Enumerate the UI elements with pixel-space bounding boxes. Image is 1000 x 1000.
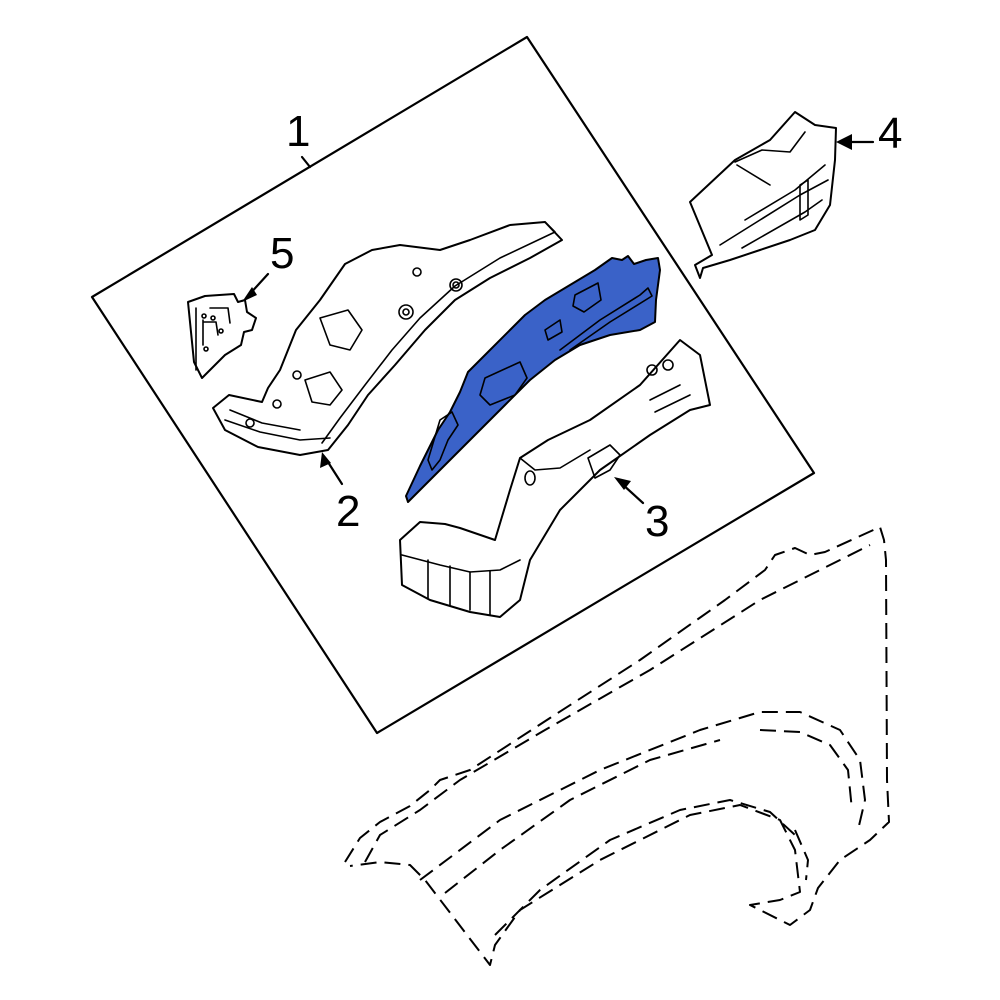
callout-2-label: 2	[336, 487, 361, 536]
callout-1-label: 1	[286, 107, 311, 156]
part-2-apron	[212, 221, 563, 456]
part-4-rear-bracket	[689, 111, 837, 279]
callout-1-leader	[300, 155, 312, 169]
callout-5-arrowhead	[242, 287, 257, 302]
part-5-bracket	[187, 293, 257, 379]
callout-3-label: 3	[645, 497, 670, 546]
fender-reference-outline	[344, 526, 890, 966]
assembly-frame	[90, 35, 816, 735]
callout-2-arrowhead	[320, 452, 331, 468]
callout-3-arrowhead	[614, 477, 631, 490]
callout-4-label: 4	[878, 109, 903, 158]
callout-5-label: 5	[270, 229, 295, 278]
part-3-frame-rail	[399, 339, 711, 618]
callout-4-arrowhead	[836, 134, 852, 150]
highlighted-reinforcement-panel	[405, 255, 661, 503]
